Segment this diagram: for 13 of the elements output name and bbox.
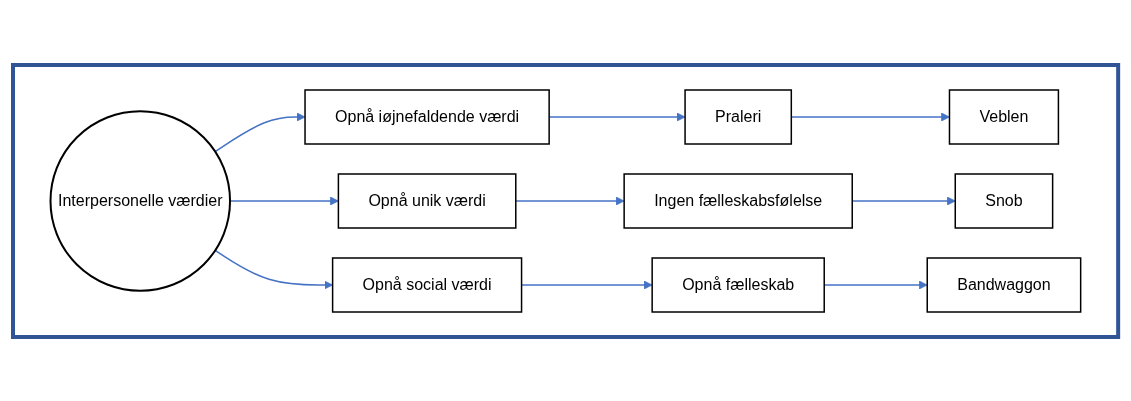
- node-box: Snob: [954, 172, 1054, 229]
- node-box: Ingen fælleskabsfølelse: [623, 172, 853, 229]
- cluster: [10, 62, 1121, 339]
- node-box: Opnå social værdi: [331, 256, 523, 313]
- node-box: Bandwaggon: [926, 256, 1082, 313]
- node-box: Opnå fælleskab: [651, 256, 825, 313]
- node-box: Veblen: [948, 88, 1060, 145]
- node-circle: Interpersonelle værdier: [49, 109, 231, 292]
- arrow: [229, 196, 339, 205]
- arrow: [214, 249, 333, 289]
- node-box: Opnå iøjnefaldende værdi: [304, 88, 550, 145]
- node-box: Praleri: [684, 88, 792, 145]
- node-box: Opnå unik værdi: [337, 172, 517, 229]
